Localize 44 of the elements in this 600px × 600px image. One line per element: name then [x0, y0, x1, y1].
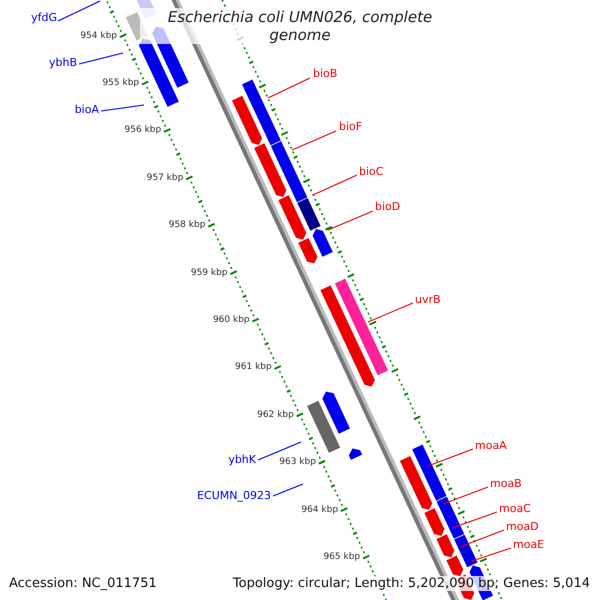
tick-label: 957 kbp [146, 172, 184, 183]
tick-label: 965 kbp [323, 552, 360, 562]
tick-label: 958 kbp [168, 220, 206, 230]
tick-label: 964 kbp [301, 504, 338, 515]
gene-label: bioF [339, 120, 362, 133]
leader-line [78, 52, 124, 64]
leader-line [58, 0, 100, 22]
leader-line [312, 174, 358, 196]
leader-line [472, 548, 512, 562]
tick-label: 961 kbp [235, 362, 272, 372]
leader-line [452, 512, 498, 528]
tick-label: 954 kbp [80, 30, 118, 41]
leader-line [442, 486, 488, 504]
gene-label: uvrB [415, 293, 441, 306]
leader-line [100, 104, 144, 112]
leader-line [428, 448, 474, 466]
tick-label: 960 kbp [212, 315, 250, 326]
gene-label: bioC [359, 165, 384, 178]
leader-line [258, 442, 302, 460]
leader-line [272, 484, 304, 496]
tick-label: 963 kbp [279, 457, 316, 468]
tick-label: 959 kbp [190, 268, 228, 278]
leader-line [368, 302, 414, 322]
gene-label: yfdG [31, 11, 57, 24]
gene-label: moaD [506, 520, 539, 533]
gene-label: moaB [490, 477, 522, 490]
leader-line [268, 78, 310, 98]
info-text: Topology: circular; Length: 5,202,090 bp; Genes: 5,014 [232, 576, 590, 591]
gene-label: ECUMN_0923 [197, 489, 271, 502]
leader-line [292, 130, 336, 150]
gene-label: bioA [74, 103, 99, 116]
gene-label: bioB [313, 67, 338, 80]
gene-label: ybhB [48, 56, 77, 69]
gene-label: bioD [375, 200, 400, 213]
leader-line [460, 530, 504, 548]
gene-label: ybhK [228, 453, 256, 466]
gene-label: moaE [513, 538, 544, 551]
tick-label: 955 kbp [102, 78, 140, 88]
gene-label: moaC [499, 502, 531, 515]
tick-label: 962 kbp [257, 410, 294, 420]
gene-label: moaA [475, 439, 507, 452]
info-text: Accession: NC_011751 [9, 576, 157, 591]
tick-label: 956 kbp [124, 125, 162, 136]
leader-line [328, 210, 374, 230]
